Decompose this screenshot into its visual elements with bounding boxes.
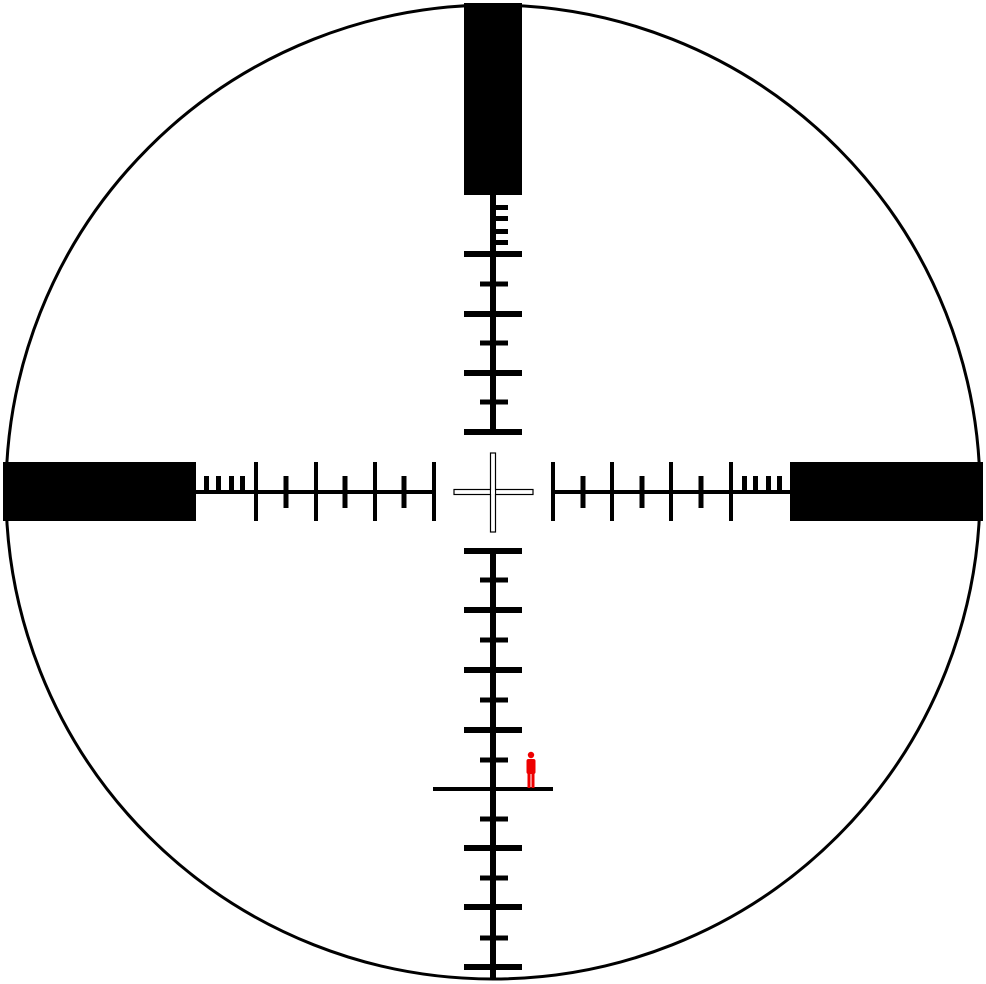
- person-silhouette-icon: [526, 751, 536, 788]
- fine-tick: [493, 229, 508, 234]
- left-post: [3, 462, 196, 521]
- right-post: [790, 462, 983, 521]
- major-tick: [464, 964, 522, 970]
- top-post: [464, 3, 522, 195]
- major-tick: [464, 667, 522, 673]
- fine-tick: [753, 476, 758, 492]
- minor-tick: [480, 935, 508, 941]
- major-tick: [464, 311, 522, 317]
- major-tick: [432, 462, 436, 521]
- tick-marks: [204, 205, 782, 970]
- fine-tick: [493, 216, 508, 221]
- fine-tick: [766, 476, 771, 492]
- major-tick: [610, 462, 614, 521]
- major-tick: [464, 370, 522, 376]
- minor-tick: [639, 476, 645, 508]
- fine-tick: [777, 476, 782, 492]
- minor-tick: [480, 281, 508, 287]
- minor-tick: [480, 637, 508, 643]
- major-tick: [729, 462, 733, 521]
- fine-tick: [493, 205, 508, 210]
- major-tick: [551, 462, 555, 521]
- minor-tick: [480, 816, 508, 822]
- fine-tick: [229, 476, 234, 492]
- minor-tick: [480, 340, 508, 346]
- crosshair-icon: [453, 452, 534, 533]
- range-bar-tick: [433, 787, 553, 791]
- major-tick: [464, 607, 522, 613]
- minor-tick: [480, 697, 508, 703]
- fine-tick: [240, 476, 245, 492]
- major-tick: [464, 251, 522, 257]
- major-tick: [464, 429, 522, 435]
- minor-tick: [342, 476, 348, 508]
- fine-tick: [493, 240, 508, 245]
- minor-tick: [480, 577, 508, 583]
- major-tick: [254, 462, 258, 521]
- major-tick: [373, 462, 377, 521]
- fine-tick: [204, 476, 209, 492]
- fine-tick: [216, 476, 221, 492]
- major-tick: [464, 548, 522, 554]
- minor-tick: [480, 399, 508, 405]
- fine-tick: [742, 476, 747, 492]
- major-tick: [464, 727, 522, 733]
- bottom-stadia-line: [490, 550, 496, 980]
- major-tick: [464, 845, 522, 851]
- major-tick: [314, 462, 318, 521]
- minor-tick: [698, 476, 704, 508]
- major-tick: [464, 904, 522, 910]
- major-tick: [669, 462, 673, 521]
- minor-tick: [580, 476, 586, 508]
- minor-tick: [480, 757, 508, 763]
- minor-tick: [401, 476, 407, 508]
- minor-tick: [283, 476, 289, 508]
- minor-tick: [480, 875, 508, 881]
